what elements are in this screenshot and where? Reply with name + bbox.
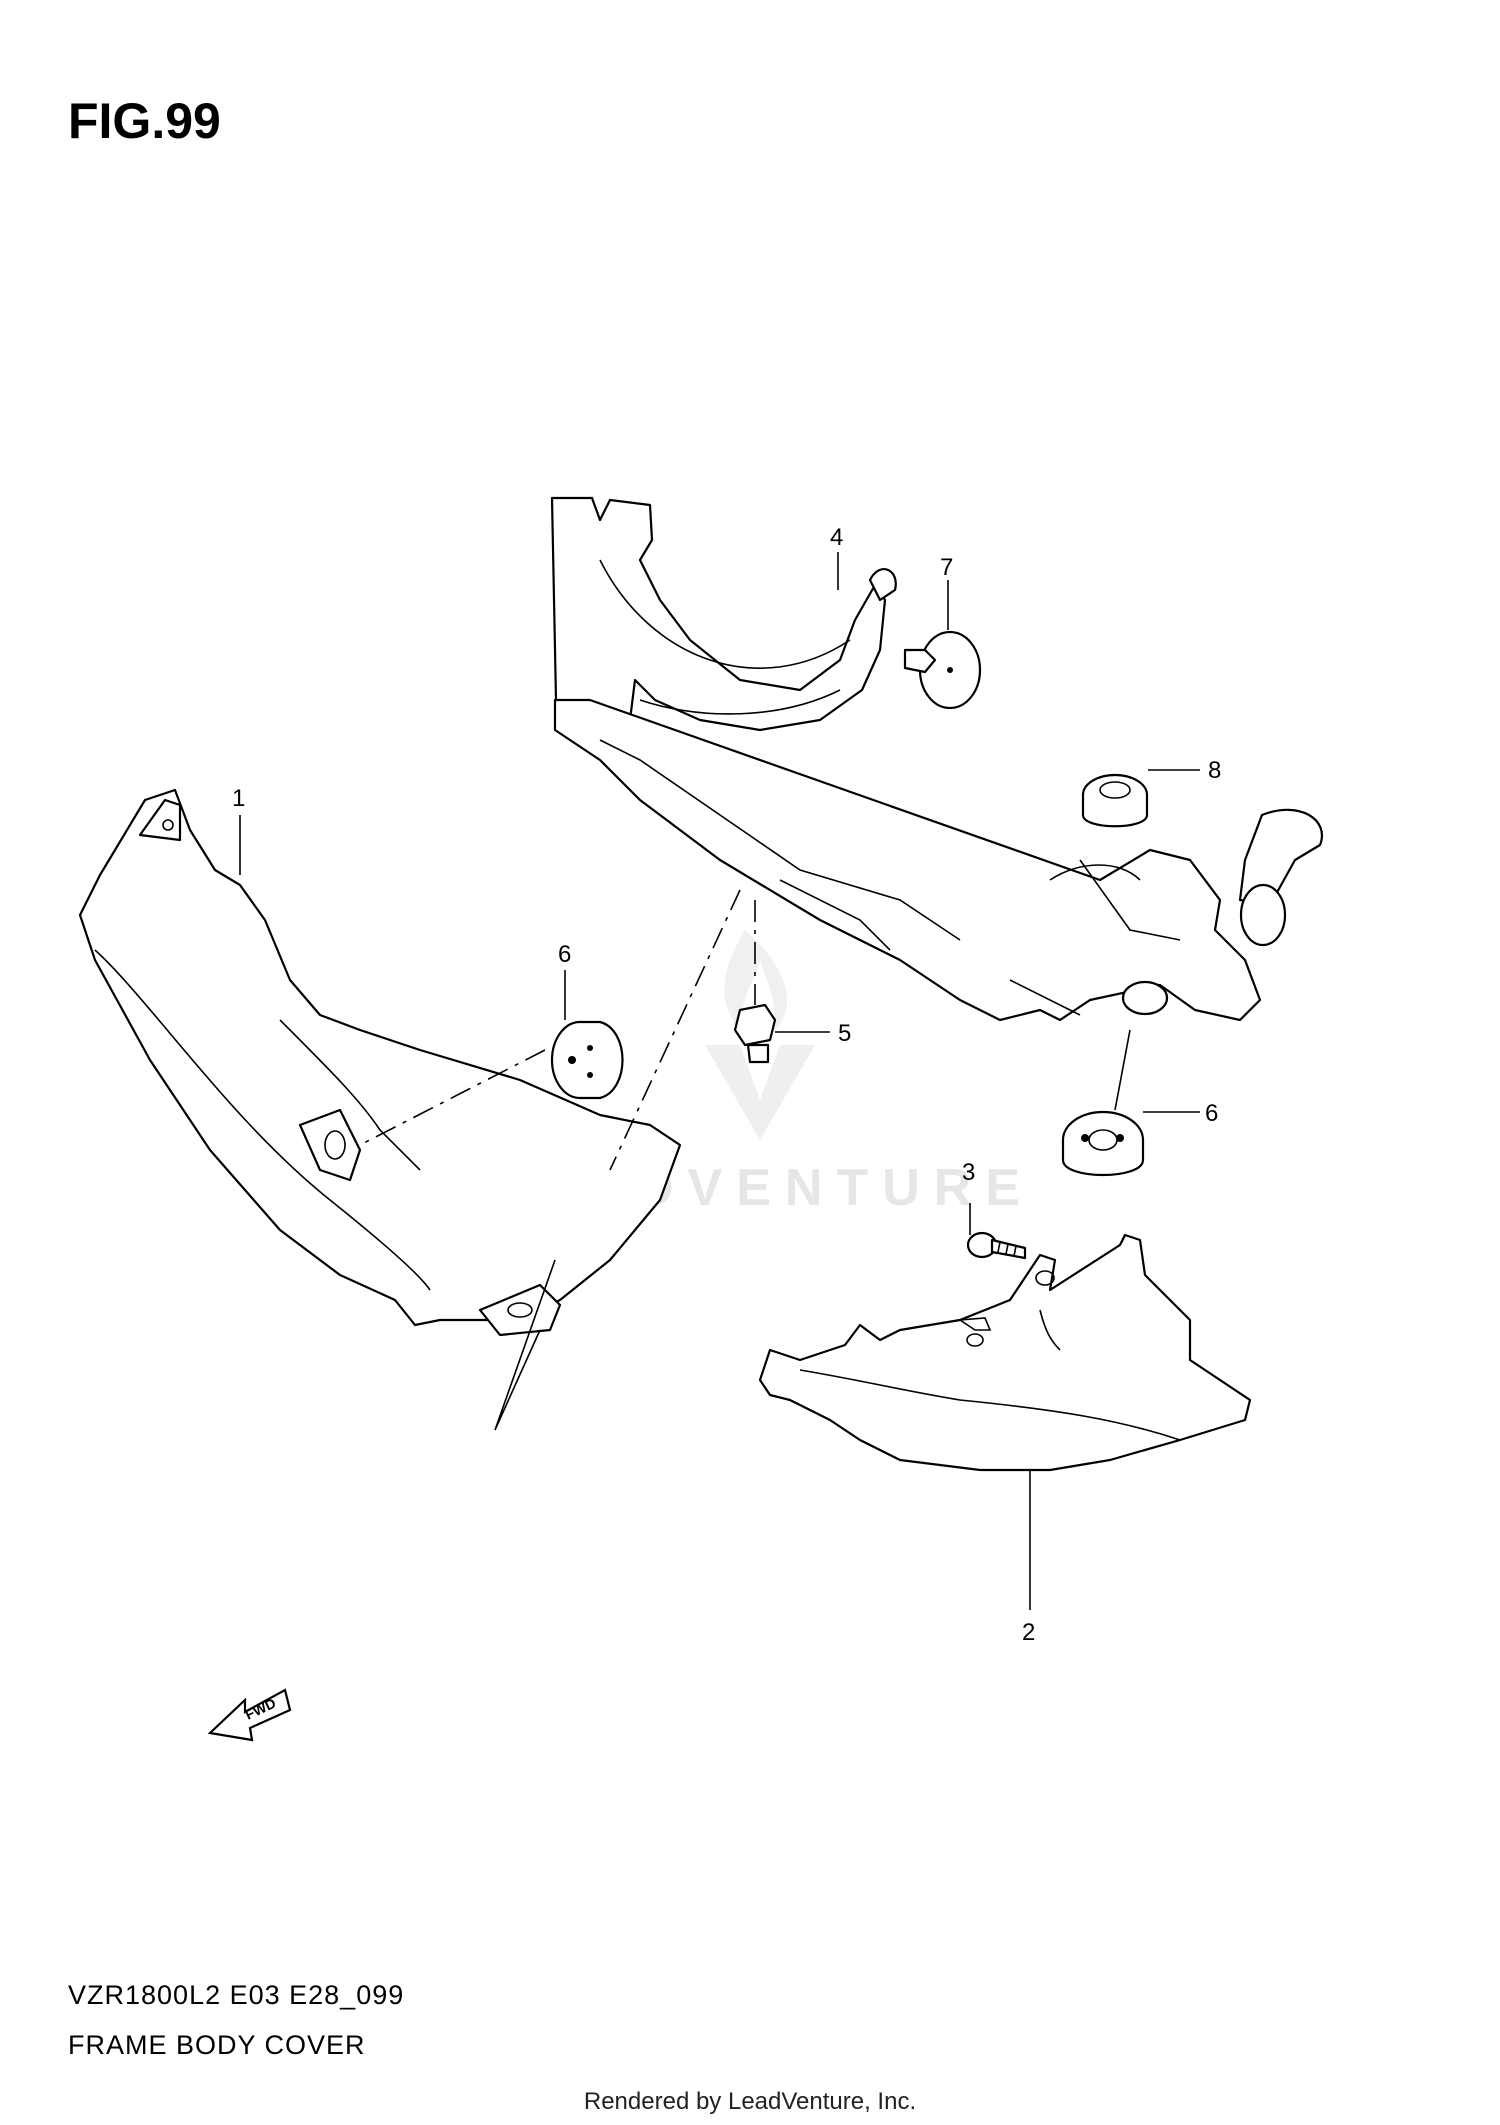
section-name: FRAME BODY COVER <box>68 2030 366 2060</box>
callout-6-left: 6 <box>558 941 571 968</box>
callout-3: 3 <box>962 1159 975 1186</box>
part-6-grommet-left <box>550 1020 624 1100</box>
callout-5: 5 <box>838 1020 851 1047</box>
part-7-push-rivet <box>903 630 982 710</box>
part-3-screw <box>966 1231 1027 1260</box>
figure-title: FIG.99 <box>68 93 221 149</box>
fwd-arrow-icon: FWD <box>207 1688 292 1742</box>
callout-1: 1 <box>232 785 245 812</box>
part-4-frame-bracket <box>550 496 897 742</box>
part-1-left-cover <box>78 788 682 1337</box>
part-6-grommet-right <box>1061 1110 1145 1176</box>
callout-2: 2 <box>1022 1619 1035 1646</box>
assembly-lines <box>359 889 756 1431</box>
part-5-clip <box>733 1003 777 1064</box>
leader-lines <box>239 552 1200 1610</box>
callout-7: 7 <box>940 554 953 581</box>
leadventure-watermark-logo <box>705 930 815 1140</box>
part-8-grommet <box>1081 773 1149 828</box>
callout-8: 8 <box>1208 757 1221 784</box>
rendered-by-credit: Rendered by LeadVenture, Inc. <box>583 2088 917 2115</box>
part-2-right-lower-cover <box>758 1233 1252 1472</box>
model-code: VZR1800L2 E03 E28_099 <box>68 1980 405 2010</box>
callout-4: 4 <box>830 524 843 551</box>
callout-6-right: 6 <box>1205 1100 1218 1127</box>
part-4-long-arm <box>553 698 1323 1022</box>
